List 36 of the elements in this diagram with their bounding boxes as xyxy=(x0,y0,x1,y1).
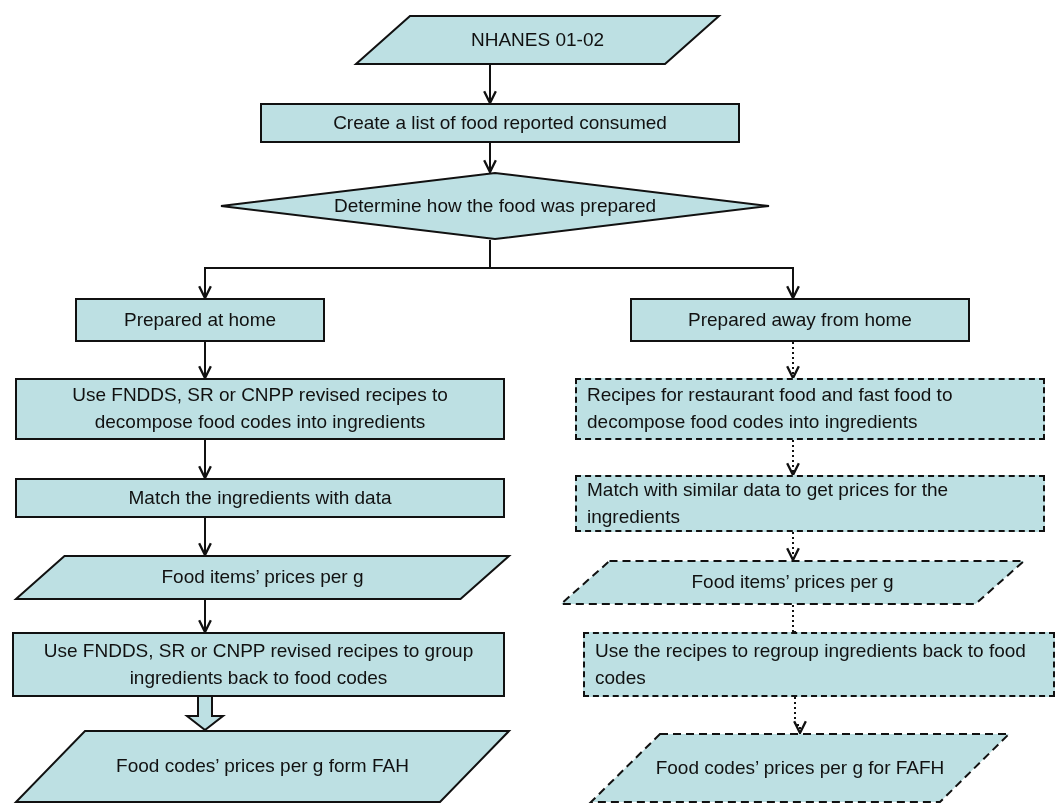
node-label: Determine how the food was prepared xyxy=(333,193,657,218)
process-box xyxy=(575,378,1045,440)
node-label: Food items’ prices per g xyxy=(161,565,364,590)
arrow xyxy=(483,64,497,105)
node-label: Match with similar data to get prices for the ingredients xyxy=(587,477,950,529)
node-label: Use the recipes to regroup ingredients back to food codes xyxy=(595,638,1027,690)
node-label: Food items’ prices per g xyxy=(691,570,894,595)
node-label: Recipes for restaurant food and fast food to decompose food codes into ingredients xyxy=(587,383,954,434)
process-box xyxy=(15,378,505,440)
node-label: Prepared at home xyxy=(123,307,277,332)
node-label: Create a list of food reported consumed xyxy=(333,110,667,135)
arrow xyxy=(793,696,807,735)
process-box xyxy=(15,478,505,518)
arrow xyxy=(786,439,800,477)
arrow xyxy=(483,142,497,174)
node-label: Match the ingredients with data xyxy=(128,485,392,510)
arrow xyxy=(198,439,212,480)
process-box xyxy=(575,475,1045,532)
arrow xyxy=(786,341,800,380)
node-label: Food codes’ prices per g for FAFH xyxy=(655,755,945,780)
process-box xyxy=(260,103,740,143)
node-label: Prepared away from home xyxy=(688,307,912,332)
process-box xyxy=(630,298,970,342)
node-label: Use FNDDS, SR or CNPP revised recipes to group ingredients back to food codes xyxy=(42,638,475,690)
arrow xyxy=(198,341,212,380)
process-box xyxy=(75,298,325,342)
process-box xyxy=(583,632,1055,697)
arrow xyxy=(198,599,212,634)
arrow xyxy=(184,696,226,732)
arrow xyxy=(198,517,212,557)
arrow xyxy=(489,239,800,300)
arrow xyxy=(786,531,800,562)
node-label: Use FNDDS, SR or CNPP revised recipes to decompose food codes into ingredients xyxy=(71,383,449,434)
process-box xyxy=(12,632,505,697)
node-label: NHANES 01-02 xyxy=(470,27,605,52)
node-label: Food codes’ prices per g form FAH xyxy=(116,754,409,779)
